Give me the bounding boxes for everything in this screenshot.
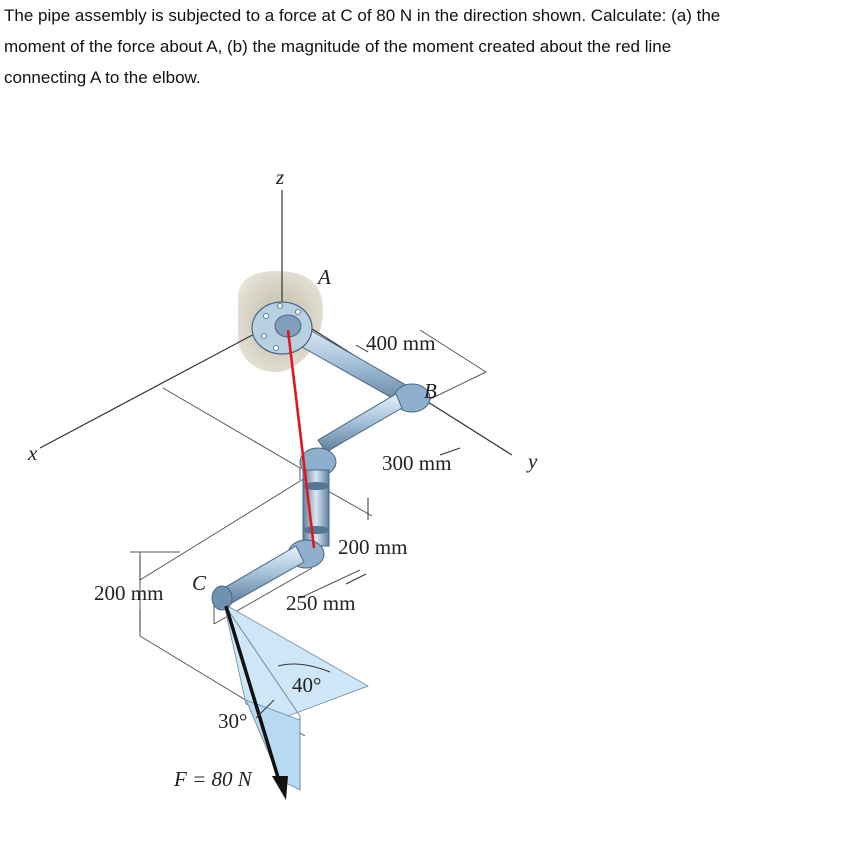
problem-line-1: The pipe assembly is subjected to a forc… [4, 6, 721, 25]
dimension-200mm-left: 200 mm [94, 581, 163, 605]
point-label-c: C [192, 571, 207, 595]
problem-line-3: connecting A to the elbow. [4, 68, 201, 87]
problem-statement: The pipe assembly is subjected to a forc… [4, 0, 856, 93]
point-label-a: A [316, 265, 331, 289]
angle-label-30: 30° [218, 709, 247, 733]
axis-label-y: y [526, 449, 538, 473]
force-label: F = 80 N [173, 767, 253, 791]
force-plane [223, 603, 369, 791]
dimension-300mm: 300 mm [382, 451, 451, 475]
axis-label-z: z [275, 165, 284, 189]
pipe-assembly [211, 321, 431, 611]
red-line-a-to-elbow [286, 329, 316, 549]
force-vector [224, 605, 288, 800]
angle-label-40: 40° [292, 673, 321, 697]
angle-arc-40 [277, 663, 331, 673]
axis-label-x: x [27, 441, 38, 465]
wall-flange [251, 301, 313, 355]
dimension-200mm-vertical: 200 mm [338, 535, 407, 559]
dimension-400mm: 400 mm [366, 331, 435, 355]
angle-arc-30 [255, 699, 275, 719]
dimension-250mm: 250 mm [286, 591, 355, 615]
problem-line-2: moment of the force about A, (b) the mag… [4, 37, 672, 56]
dimension-arrows [139, 344, 461, 632]
point-label-b: B [424, 379, 437, 403]
